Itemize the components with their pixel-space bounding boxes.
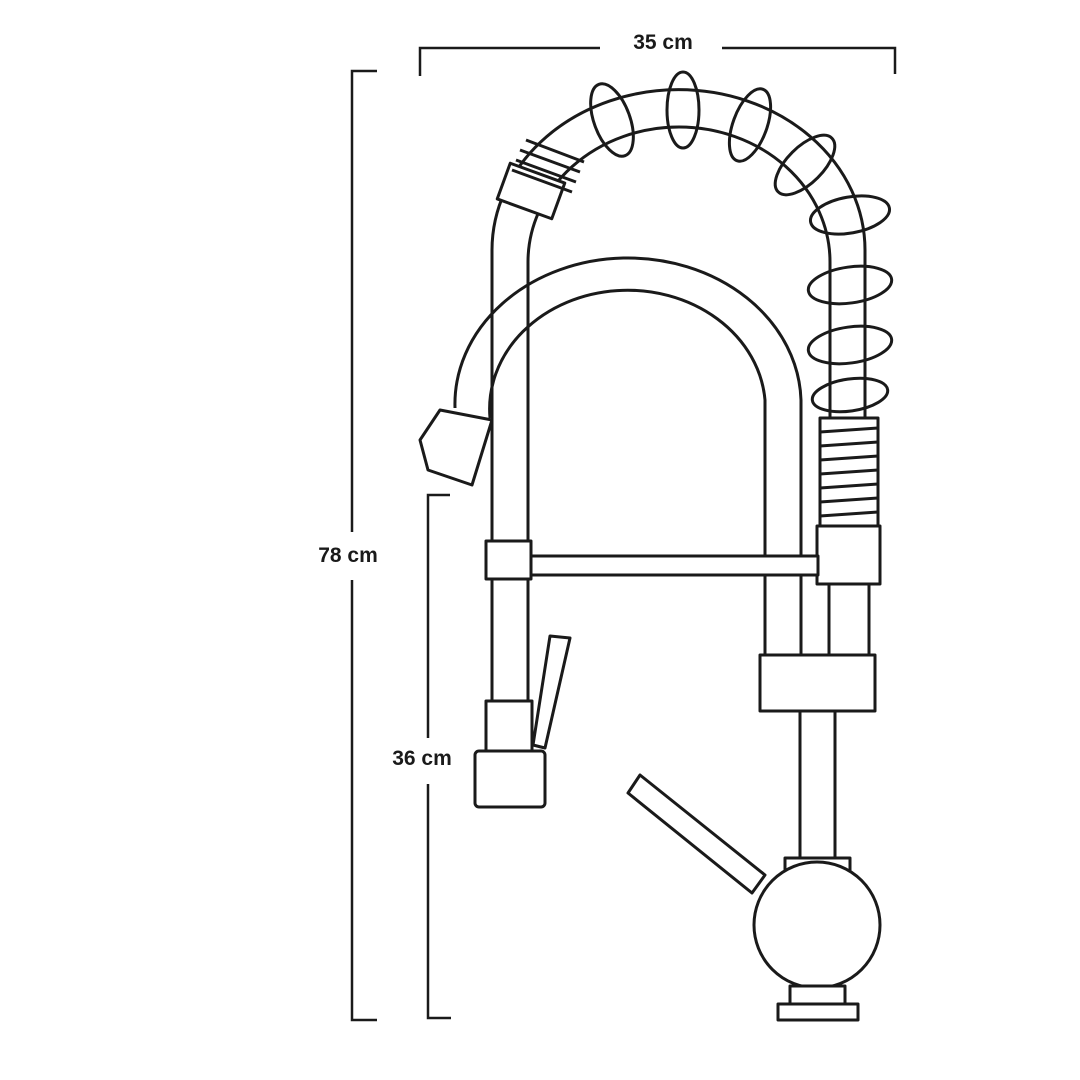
mixer-body: [752, 860, 882, 990]
mixer-handle: [626, 773, 767, 895]
spring-tube: [490, 88, 867, 542]
spout-nozzle: [418, 408, 494, 487]
sprayer-lever: [531, 634, 572, 750]
total-height-dimension: 78 cm: [318, 69, 378, 1022]
pull-down-spout-inner: [488, 288, 767, 655]
connecting-bar: [516, 554, 820, 577]
sprayer-holder: [490, 577, 530, 703]
pull-down-spout: [453, 256, 803, 655]
faucet-drawing: [418, 70, 894, 1022]
faucet-base: [776, 1002, 860, 1022]
spring-coil: [589, 70, 894, 414]
sprayer-head: [473, 749, 547, 809]
coil-end-left: [495, 138, 585, 221]
sprayer-body: [484, 699, 534, 753]
left-collar: [484, 539, 533, 581]
width-dimension: 35 cm: [418, 31, 897, 76]
spring-tube-inner: [526, 125, 832, 542]
spout-height-dimension: 36 cm: [392, 493, 452, 1020]
swivel-hub: [758, 653, 877, 713]
threaded-section: [815, 416, 882, 586]
total-height-label: 78 cm: [318, 544, 378, 567]
faucet-column: [798, 709, 837, 863]
right-support: [827, 582, 871, 662]
spout-height-label: 36 cm: [392, 747, 452, 770]
width-label: 35 cm: [633, 31, 693, 54]
